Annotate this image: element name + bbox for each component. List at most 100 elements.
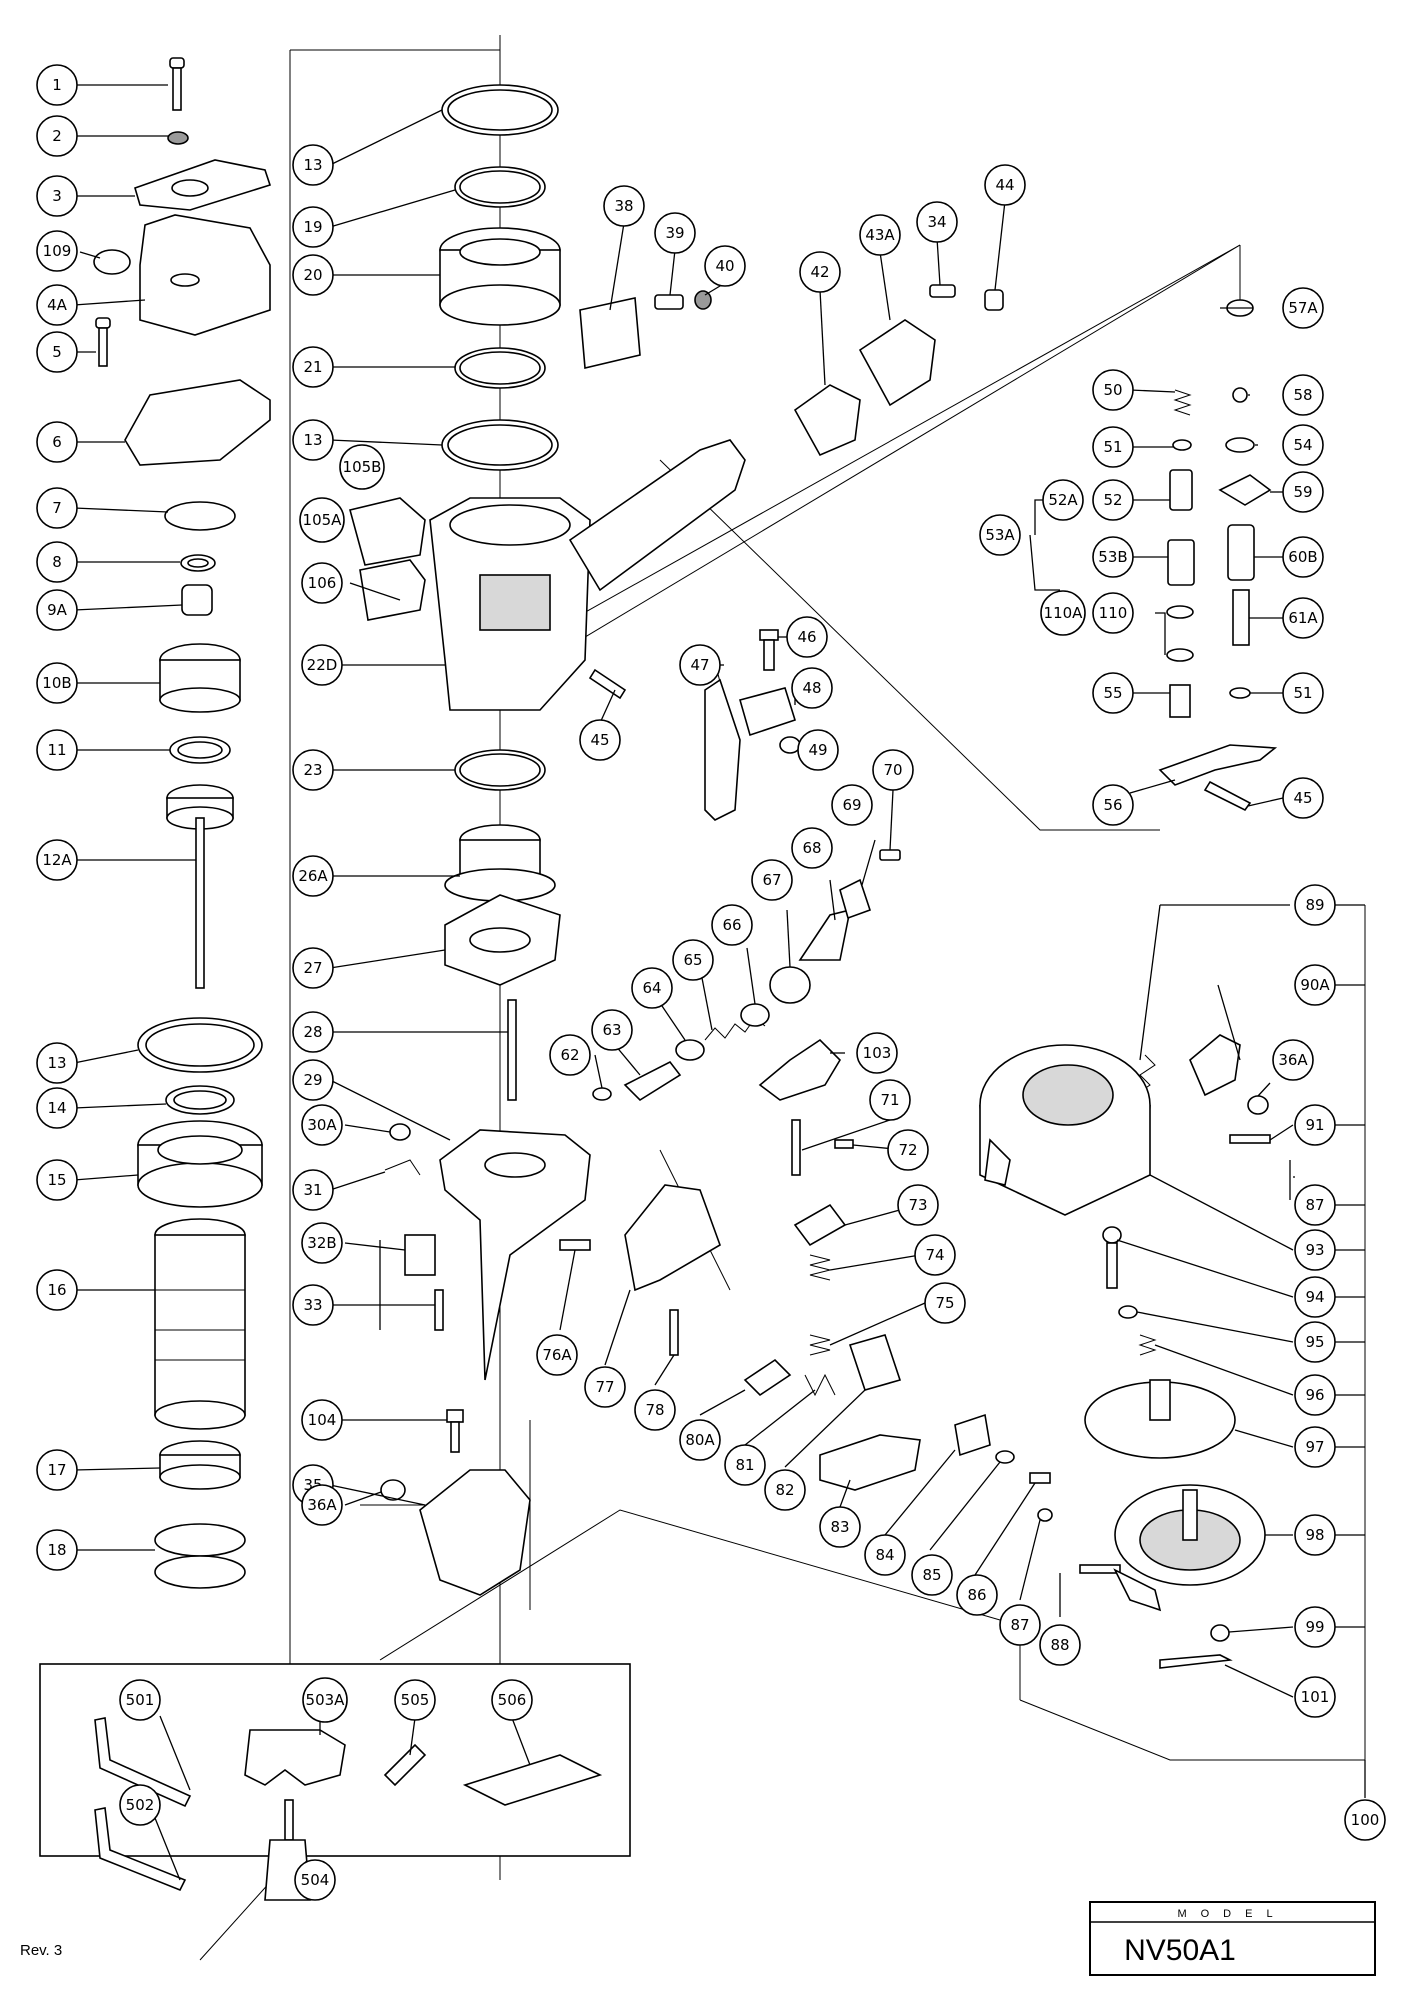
callout-56: 56 [1092, 784, 1134, 826]
callout-number: 99 [1305, 1618, 1324, 1636]
callout-circle [1282, 424, 1324, 466]
callout-number: 1 [52, 76, 62, 94]
callout-circle [299, 497, 345, 543]
revision-label: Rev. 3 [20, 1942, 62, 1959]
callout-number: 51 [1103, 438, 1122, 456]
callout-number: 51 [1293, 684, 1312, 702]
callout-82: 82 [764, 1469, 806, 1511]
callout-100: 100 [1344, 1799, 1386, 1841]
callout-number: 50 [1103, 381, 1122, 399]
callout-51: 51 [1282, 672, 1324, 714]
callout-34: 34 [916, 201, 958, 243]
callout-circle [549, 1034, 591, 1076]
callout-81: 81 [724, 1444, 766, 1486]
callout-circle [831, 784, 873, 826]
callout-number: 48 [802, 679, 821, 697]
callout-circle [292, 1011, 334, 1053]
callout-number: 21 [303, 358, 322, 376]
callout-105A: 105A [299, 497, 345, 543]
callout-circle [786, 616, 828, 658]
callout-13: 13 [36, 1042, 78, 1084]
callout-number: 83 [830, 1518, 849, 1536]
callout-64: 64 [631, 967, 673, 1009]
model-number: NV50A1 [1124, 1934, 1236, 1967]
callout-52A: 52A [1042, 479, 1084, 521]
callout-105B: 105B [339, 444, 385, 490]
callout-40: 40 [704, 245, 746, 287]
callout-72: 72 [887, 1129, 929, 1171]
callout-31: 31 [292, 1169, 334, 1211]
callout-circle [984, 164, 1026, 206]
callout-circle [292, 206, 334, 248]
callout-circle [36, 1529, 78, 1571]
callout-number: 93 [1305, 1241, 1324, 1259]
callout-number: 26A [298, 867, 328, 885]
callout-505: 505 [394, 1679, 436, 1721]
callout-101: 101 [1294, 1676, 1336, 1718]
callout-number: 49 [808, 741, 827, 759]
callout-53A: 53A [979, 514, 1021, 556]
callout-number: 10B [42, 674, 71, 692]
callout-circle [679, 644, 721, 686]
callout-number: 103 [863, 1044, 892, 1062]
callout-13: 13 [292, 144, 334, 186]
callout-number: 74 [925, 1246, 944, 1264]
callout-circle [536, 1334, 578, 1376]
callout-circle [1282, 536, 1324, 578]
magazine-parts [979, 1034, 1271, 1669]
callout-85: 85 [911, 1554, 953, 1596]
callout-number: 53A [985, 526, 1015, 544]
callout-number: 104 [308, 1411, 337, 1429]
callout-circle [579, 719, 621, 761]
callout-94: 94 [1294, 1276, 1336, 1318]
callout-circle [864, 1534, 906, 1576]
callout-506: 506 [491, 1679, 533, 1721]
callout-number: 5 [52, 343, 62, 361]
callout-number: 62 [560, 1046, 579, 1064]
callout-number: 43A [865, 226, 895, 244]
callout-number: 13 [303, 156, 322, 174]
callout-circle [631, 967, 673, 1009]
callout-503A: 503A [302, 1677, 348, 1723]
callout-38: 38 [603, 185, 645, 227]
callout-circle [301, 1399, 343, 1441]
callout-number: 27 [303, 959, 322, 977]
callout-circle [897, 1184, 939, 1226]
callout-42: 42 [799, 251, 841, 293]
callout-circle [36, 662, 78, 704]
callout-circle [119, 1679, 161, 1721]
callout-65: 65 [672, 939, 714, 981]
callout-circle [724, 1444, 766, 1486]
callout-number: 12A [42, 851, 72, 869]
callout-number: 105B [343, 458, 382, 476]
callout-23: 23 [292, 749, 334, 791]
callout-91: 91 [1294, 1104, 1336, 1146]
callout-51: 51 [1092, 426, 1134, 468]
callout-circle [1294, 1426, 1336, 1468]
callout-circle [119, 1784, 161, 1826]
callout-number: 17 [47, 1461, 66, 1479]
callout-7: 7 [36, 487, 78, 529]
callout-circle [634, 1389, 676, 1431]
callout-8: 8 [36, 541, 78, 583]
callout-number: 54 [1293, 436, 1312, 454]
callout-44: 44 [984, 164, 1026, 206]
callout-77: 77 [584, 1366, 626, 1408]
model-label: MODEL [1177, 1908, 1286, 1920]
callout-circle [292, 419, 334, 461]
callout-15: 15 [36, 1159, 78, 1201]
callout-number: 45 [590, 731, 609, 749]
callout-circle [603, 185, 645, 227]
callout-number: 73 [908, 1196, 927, 1214]
callout-504: 504 [294, 1859, 336, 1901]
callout-number: 55 [1103, 684, 1122, 702]
callout-104: 104 [301, 1399, 343, 1441]
callout-circle [292, 855, 334, 897]
callout-number: 20 [303, 266, 322, 284]
callout-circle [292, 947, 334, 989]
callout-26A: 26A [292, 855, 334, 897]
callout-73: 73 [897, 1184, 939, 1226]
callout-number: 47 [690, 656, 709, 674]
callout-60B: 60B [1282, 536, 1324, 578]
callout-circle [704, 245, 746, 287]
